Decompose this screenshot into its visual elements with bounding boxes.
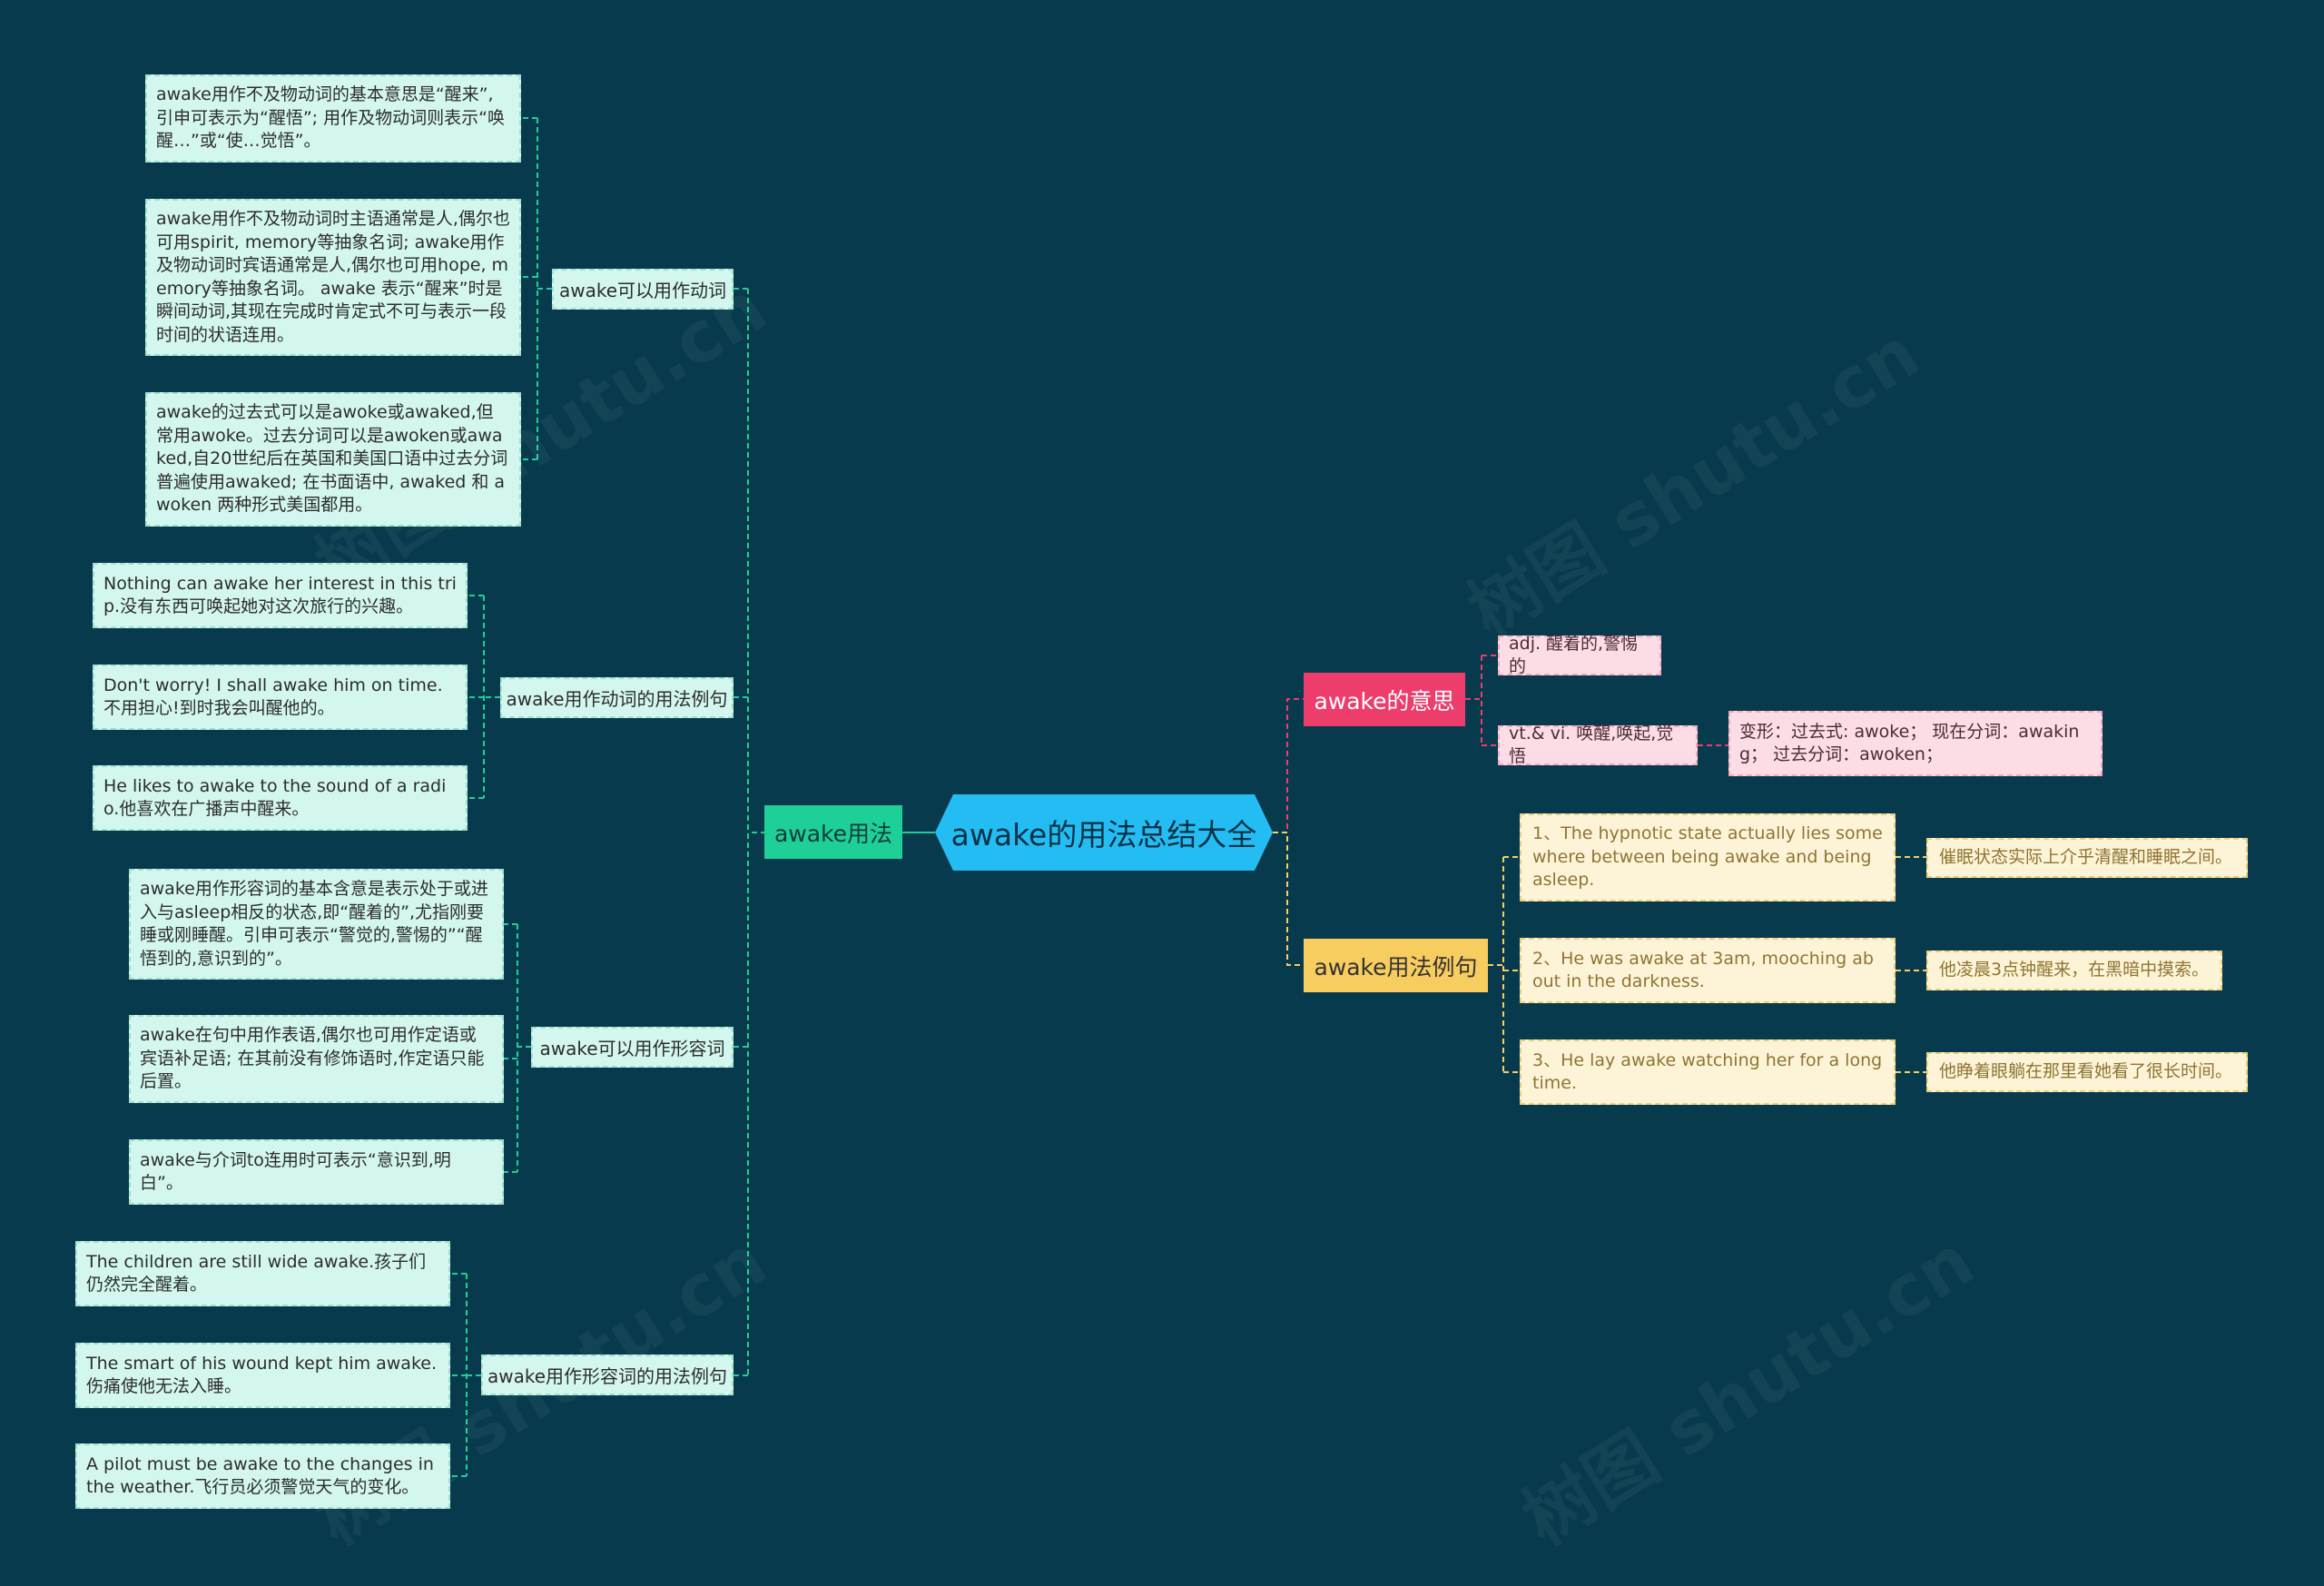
leaf-verb-usage-3[interactable]: awake的过去式可以是awoke或awaked,但常用awoke。过去分词可以… [145,392,521,527]
leaf-verb-example-2[interactable]: Don't worry! I shall awake him on time.不… [93,665,468,730]
branch-awake-usage[interactable]: awake用法 [764,805,902,859]
leaf-adjective-example-1[interactable]: The children are still wide awake.孩子们仍然完… [75,1241,450,1306]
group-verb-examples[interactable]: awake用作动词的用法例句 [500,677,734,718]
link-root-examples [1273,832,1304,966]
example-1-chinese[interactable]: 催眠状态实际上介乎清醒和睡眠之间。 [1926,838,2248,878]
meaning-verb-forms[interactable]: 变形：过去式: awoke； 现在分词：awaking； 过去分词：awoken… [1728,711,2102,776]
example-3-chinese[interactable]: 他睁着眼躺在那里看她看了很长时间。 [1926,1052,2248,1092]
link-root-meaning [1273,698,1304,833]
leaf-adjective-usage-3[interactable]: awake与介词to连用时可表示“意识到,明白”。 [129,1139,504,1205]
leaf-verb-example-3[interactable]: He likes to awake to the sound of a radi… [93,765,468,831]
group-adjective-usage[interactable]: awake可以用作形容词 [531,1027,734,1068]
leaf-adjective-usage-1[interactable]: awake用作形容词的基本含意是表示处于或进入与asleep相反的状态,即“醒着… [129,869,504,980]
meaning-verb[interactable]: vt.& vi. 唤醒,唤起,觉悟 [1498,724,1698,766]
meaning-adjective[interactable]: adj. 醒着的,警惕的 [1498,634,1661,676]
root-topic[interactable]: awake的用法总结大全 [935,794,1273,871]
example-2-chinese[interactable]: 他凌晨3点钟醒来，在黑暗中摸索。 [1926,951,2222,990]
branch-awake-meaning[interactable]: awake的意思 [1304,673,1465,726]
leaf-adjective-usage-2[interactable]: awake在句中用作表语,偶尔也可用作定语或宾语补足语; 在其前没有修饰语时,作… [129,1015,504,1103]
example-2-english[interactable]: 2、He was awake at 3am, mooching about in… [1520,938,1896,1003]
leaf-adjective-example-3[interactable]: A pilot must be awake to the changes in … [75,1443,450,1509]
leaf-verb-usage-1[interactable]: awake用作不及物动词的基本意思是“醒来”,引申可表示为“醒悟”; 用作及物动… [145,74,521,163]
leaf-verb-usage-2[interactable]: awake用作不及物动词时主语通常是人,偶尔也可用spirit, memory等… [145,199,521,356]
leaf-adjective-example-2[interactable]: The smart of his wound kept him awake.伤痛… [75,1343,450,1408]
example-3-english[interactable]: 3、He lay awake watching her for a long t… [1520,1039,1896,1105]
group-verb-usage[interactable]: awake可以用作动词 [552,269,734,310]
leaf-verb-example-1[interactable]: Nothing can awake her interest in this t… [93,563,468,628]
example-1-english[interactable]: 1、The hypnotic state actually lies somew… [1520,813,1896,901]
branch-awake-examples[interactable]: awake用法例句 [1304,939,1488,992]
group-adjective-examples[interactable]: awake用作形容词的用法例句 [481,1355,734,1395]
